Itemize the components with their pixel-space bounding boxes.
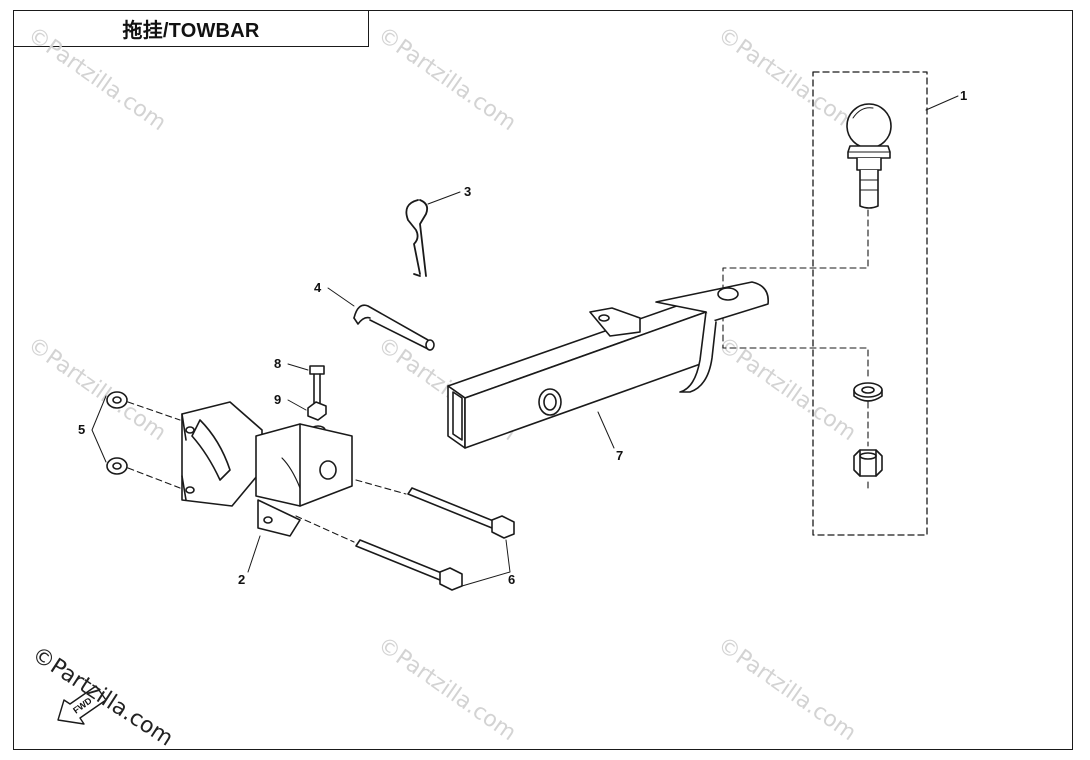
callout-4: 4	[314, 280, 322, 295]
hex-nut-part	[853, 449, 883, 477]
callout-9: 9	[274, 392, 281, 407]
diagram-title: 拖挂/TOWBAR	[122, 20, 260, 42]
leader-4	[327, 287, 355, 307]
leader-7	[597, 411, 615, 449]
leader-9	[287, 399, 307, 411]
draw-bar-part	[447, 281, 769, 449]
callout-7: 7	[616, 448, 623, 463]
leader-3	[427, 191, 461, 205]
callout-8: 8	[274, 356, 281, 371]
leader-5	[91, 395, 107, 463]
leader-1	[925, 95, 959, 111]
mounting-bracket-part	[181, 401, 353, 537]
lock-washer-part	[853, 382, 883, 402]
hardware-group-box	[812, 71, 928, 536]
hitch-pin-clip-part	[405, 199, 429, 277]
leader-2	[247, 535, 261, 573]
drawing-frame	[13, 10, 1073, 750]
callout-3: 3	[464, 184, 471, 199]
washer-upper-part	[106, 391, 128, 409]
callout-6: 6	[508, 572, 515, 587]
hitch-pin-part	[353, 304, 435, 351]
leader-8	[287, 363, 309, 371]
leader-6	[461, 539, 511, 587]
long-bolt-upper-part	[407, 487, 515, 539]
callout-1: 1	[960, 88, 967, 103]
callout-5: 5	[78, 422, 85, 437]
hitch-ball-part	[846, 103, 892, 209]
small-bolt-part	[309, 365, 325, 405]
washer-lower-part	[106, 457, 128, 475]
title-box: 拖挂/TOWBAR	[13, 10, 369, 47]
forward-arrow-icon	[57, 685, 107, 725]
callout-2: 2	[238, 572, 245, 587]
long-bolt-lower-part	[355, 539, 463, 591]
